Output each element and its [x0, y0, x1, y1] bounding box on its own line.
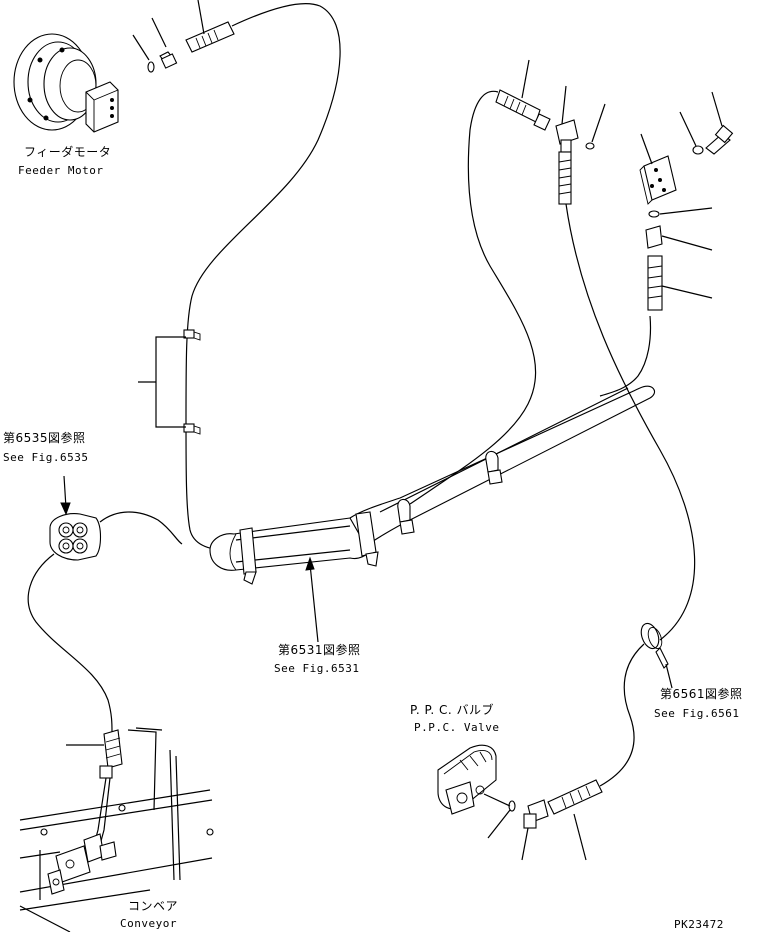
feeder-motor-label-jp: フィーダモータ	[24, 145, 112, 159]
tube-bundle	[209, 385, 655, 643]
ppc-valve-label-jp: P. P. C. バルブ	[410, 703, 495, 717]
right-fitting-group	[495, 59, 734, 641]
ppc-valve-label-en: P.P.C. Valve	[414, 721, 500, 734]
ref-6531-label-en: See Fig.6531	[274, 662, 360, 675]
conveyor	[19, 727, 214, 933]
bulkhead-fitting	[599, 622, 673, 787]
ref-6531-label-jp: 第6531図参照	[278, 643, 361, 657]
left-connector-block	[27, 475, 183, 733]
feeder-motor	[13, 33, 119, 133]
ref-6535-label-jp: 第6535図参照	[3, 431, 86, 445]
ppc-valve	[437, 744, 603, 861]
feeder-motor-label-en: Feeder Motor	[18, 164, 104, 177]
motor-hose	[138, 3, 341, 551]
conveyor-label-en: Conveyor	[120, 917, 177, 930]
center-hose	[409, 90, 652, 505]
ref-6561-label-en: See Fig.6561	[654, 707, 740, 720]
ref-6535-label-en: See Fig.6535	[3, 451, 89, 464]
motor-fittings	[132, 0, 235, 73]
conveyor-label-jp: コンベア	[128, 899, 179, 913]
ref-6561-label-jp: 第6561図参照	[660, 687, 743, 701]
drawing-code: PK23472	[674, 918, 724, 931]
